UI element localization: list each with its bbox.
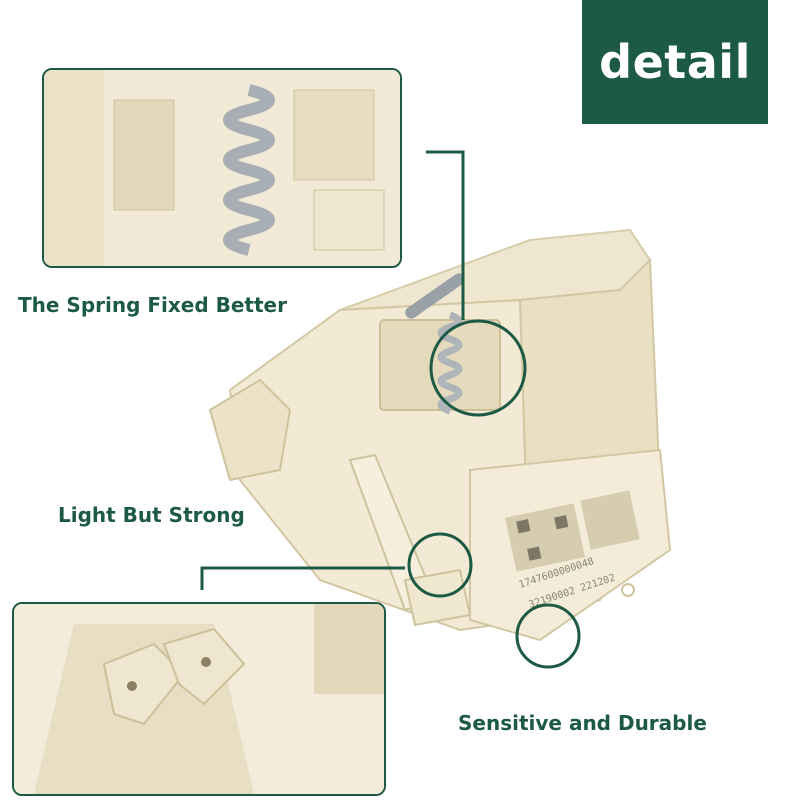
detail-badge: detail — [582, 0, 768, 124]
lever-callout-line — [200, 566, 405, 590]
lever-callout-circle — [407, 532, 473, 598]
caption-spring: The Spring Fixed Better — [18, 293, 287, 317]
tray-callout-circle — [515, 603, 581, 669]
spring-closeup-inset — [42, 68, 402, 268]
spring-callout-line — [426, 150, 465, 320]
spring-callout-circle — [429, 319, 527, 417]
badge-text: detail — [599, 35, 751, 89]
door-lock-product-image: 1747600000048 32190002 221202 — [208, 228, 672, 642]
caption-light: Light But Strong — [58, 503, 245, 527]
terminal-closeup-inset — [12, 602, 386, 796]
caption-sensitive: Sensitive and Durable — [458, 711, 707, 735]
spring-graphic — [405, 273, 465, 415]
